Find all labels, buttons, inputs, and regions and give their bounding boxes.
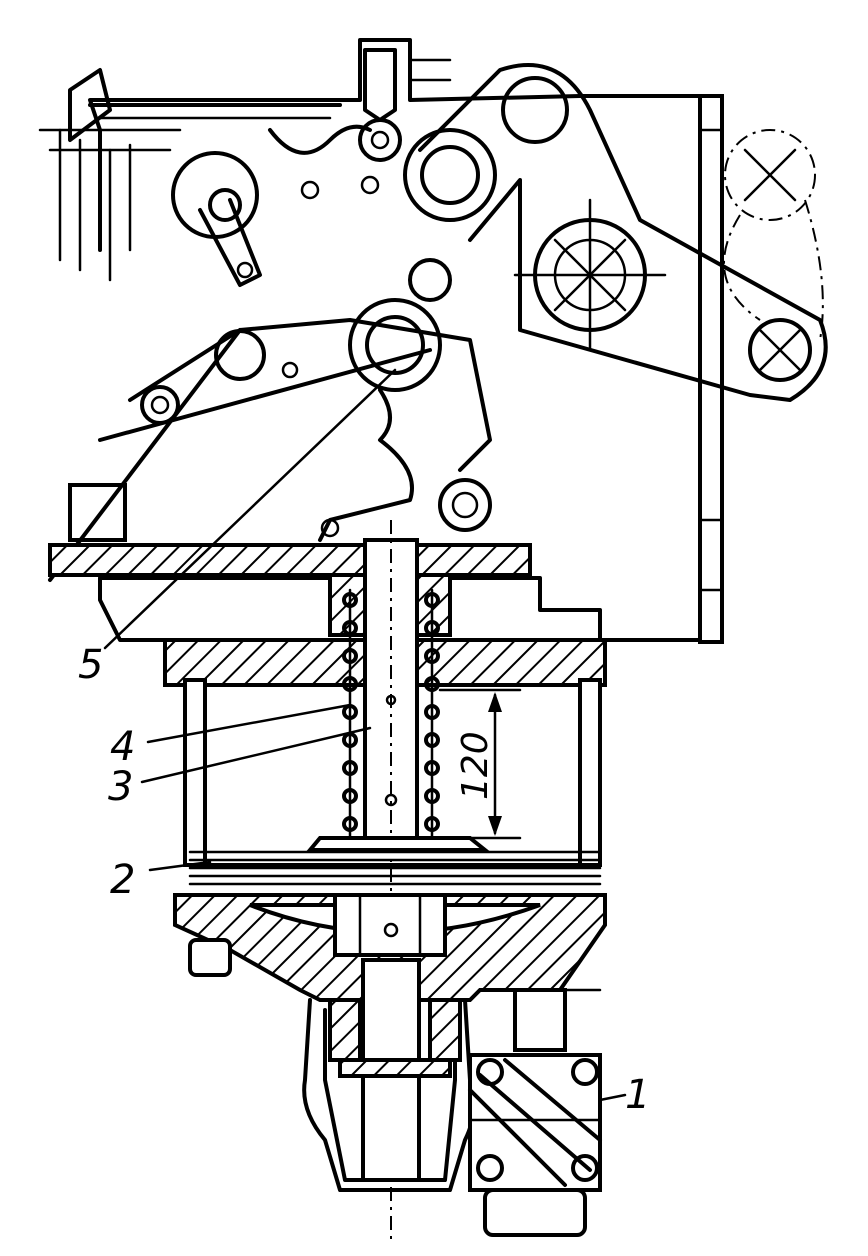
lower-cup: [302, 958, 476, 1192]
label-part-2: 2: [110, 857, 135, 903]
bottom-cover: [173, 893, 607, 1052]
top-plate: [48, 543, 532, 577]
housing-frame: [88, 38, 724, 644]
label-part-5: 5: [78, 642, 103, 688]
label-part-4: 4: [110, 724, 135, 770]
diaphragm: [188, 836, 602, 886]
dimension-120: [438, 688, 522, 840]
label-part-1: 1: [625, 1072, 650, 1118]
label-part-3: 3: [108, 764, 133, 810]
valve-block: [468, 1053, 602, 1237]
dimension-label: 120: [455, 731, 496, 800]
rod: [363, 520, 419, 1240]
leader-lines: [103, 368, 627, 1102]
upper-linkage: [38, 48, 452, 287]
lower-lever: [48, 258, 492, 582]
crank-lever: [403, 63, 828, 402]
